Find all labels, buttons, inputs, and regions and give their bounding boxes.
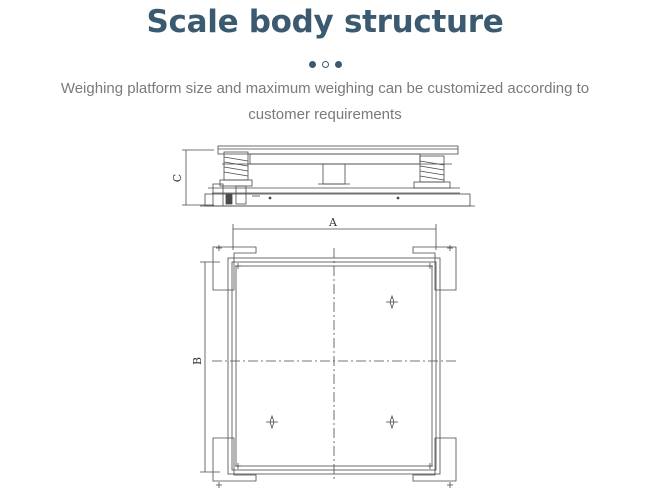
carousel-dot-1[interactable]	[308, 61, 316, 68]
side-view	[182, 145, 475, 207]
top-view	[200, 224, 458, 488]
dimension-label-b: B	[191, 357, 204, 365]
dimension-label-a: A	[328, 216, 338, 229]
carousel-dot-2[interactable]	[321, 61, 329, 68]
page-subtitle: Weighing platform size and maximum weigh…	[60, 80, 590, 123]
carousel-dots	[0, 61, 650, 68]
page-title: Scale body structure	[146, 4, 504, 40]
carousel-dot-3[interactable]	[334, 61, 342, 68]
dimension-label-c: C	[171, 174, 184, 182]
